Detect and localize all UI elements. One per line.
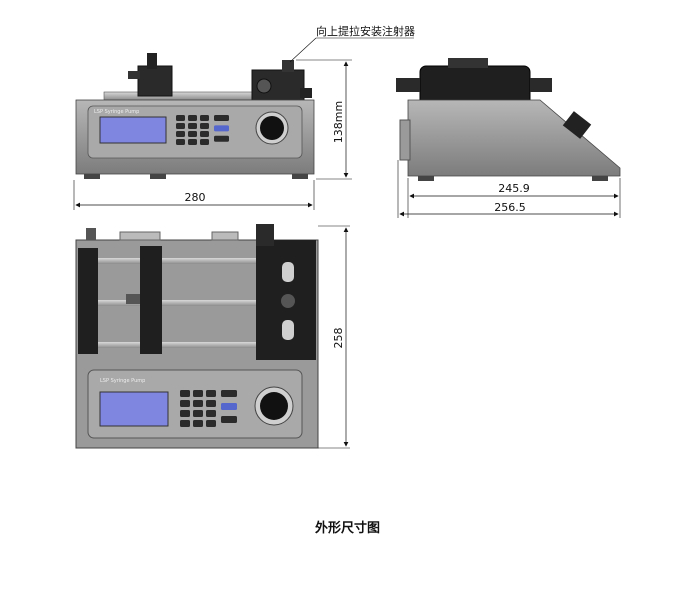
dial-knob — [260, 392, 288, 420]
foot — [84, 174, 100, 179]
pusher-knob — [147, 53, 157, 69]
keypad-key — [206, 390, 216, 397]
top-port — [211, 231, 239, 241]
top-pusher — [140, 246, 162, 354]
keypad-key — [200, 139, 209, 145]
mount-syringe-annotation: 向上提拉安装注射器 — [316, 24, 415, 38]
keypad-key — [188, 139, 197, 145]
side-top-grip — [448, 58, 488, 68]
pusher-arm — [128, 71, 140, 79]
side-back-plate — [399, 119, 411, 161]
top-rail — [96, 258, 256, 264]
function-key — [214, 135, 229, 142]
foot — [292, 174, 308, 179]
function-key — [221, 403, 237, 410]
clamp-knob — [282, 60, 294, 72]
side-body — [407, 99, 621, 177]
lcd-display — [99, 116, 167, 144]
side-outer-depth-label: 256.5 — [494, 201, 526, 214]
function-key — [221, 390, 237, 397]
keypad-key — [193, 410, 203, 417]
keypad-key — [200, 123, 209, 129]
keypad-key — [180, 400, 190, 407]
front-width-label: 280 — [185, 191, 206, 204]
function-key — [214, 115, 229, 121]
keypad-key — [188, 131, 197, 137]
figure-caption: 外形尺寸图 — [314, 521, 380, 536]
keypad — [180, 390, 237, 427]
clamp-slot — [282, 262, 294, 282]
top-port — [119, 231, 161, 241]
foot — [592, 176, 608, 181]
keypad-key — [188, 115, 197, 121]
keypad-key — [176, 123, 185, 129]
keypad-key — [200, 131, 209, 137]
top-connector — [86, 228, 96, 240]
keypad-key — [188, 123, 197, 129]
keypad-key — [200, 115, 209, 121]
top-clamp-knob — [256, 224, 274, 246]
brand-label: LSP Syringe Pump — [100, 378, 145, 384]
top-rail — [96, 342, 256, 348]
side-left-knob — [396, 78, 420, 92]
keypad-key — [206, 410, 216, 417]
keypad-key — [206, 400, 216, 407]
keypad — [176, 115, 229, 145]
brand-label: LSP Syringe Pump — [94, 109, 139, 115]
side-dial — [562, 111, 592, 139]
clamp-slot — [282, 320, 294, 340]
keypad-key — [206, 420, 216, 427]
side-knob — [300, 88, 312, 98]
clamp-screw — [281, 294, 295, 308]
foot — [150, 174, 166, 179]
function-key — [214, 125, 229, 132]
guide-rod — [103, 91, 265, 101]
top-left-block — [78, 248, 98, 354]
clamp-screw — [256, 78, 272, 94]
side-view: 245.9 256.5 — [396, 58, 621, 218]
pusher-block — [137, 65, 173, 97]
dial-knob — [260, 116, 284, 140]
keypad-key — [193, 400, 203, 407]
keypad-key — [176, 115, 185, 121]
foot — [418, 176, 434, 181]
side-right-knob — [530, 78, 552, 92]
top-pusher-knob — [126, 294, 140, 304]
function-key — [221, 416, 237, 423]
keypad-key — [180, 390, 190, 397]
keypad-key — [176, 139, 185, 145]
keypad-key — [180, 410, 190, 417]
top-depth-label: 258 — [332, 328, 345, 349]
front-view: LSP Syringe Pump 280 138mm 向上提拉安装注射器 — [73, 24, 415, 210]
top-rail — [96, 300, 256, 306]
keypad-key — [180, 420, 190, 427]
front-height-label: 138mm — [332, 101, 345, 143]
top-view: LSP Syringe Pump 258 — [75, 224, 350, 449]
keypad-key — [176, 131, 185, 137]
lcd-display — [99, 391, 169, 427]
keypad-key — [193, 390, 203, 397]
keypad-key — [193, 420, 203, 427]
side-inner-depth-label: 245.9 — [498, 182, 530, 195]
leader-line — [289, 37, 317, 63]
